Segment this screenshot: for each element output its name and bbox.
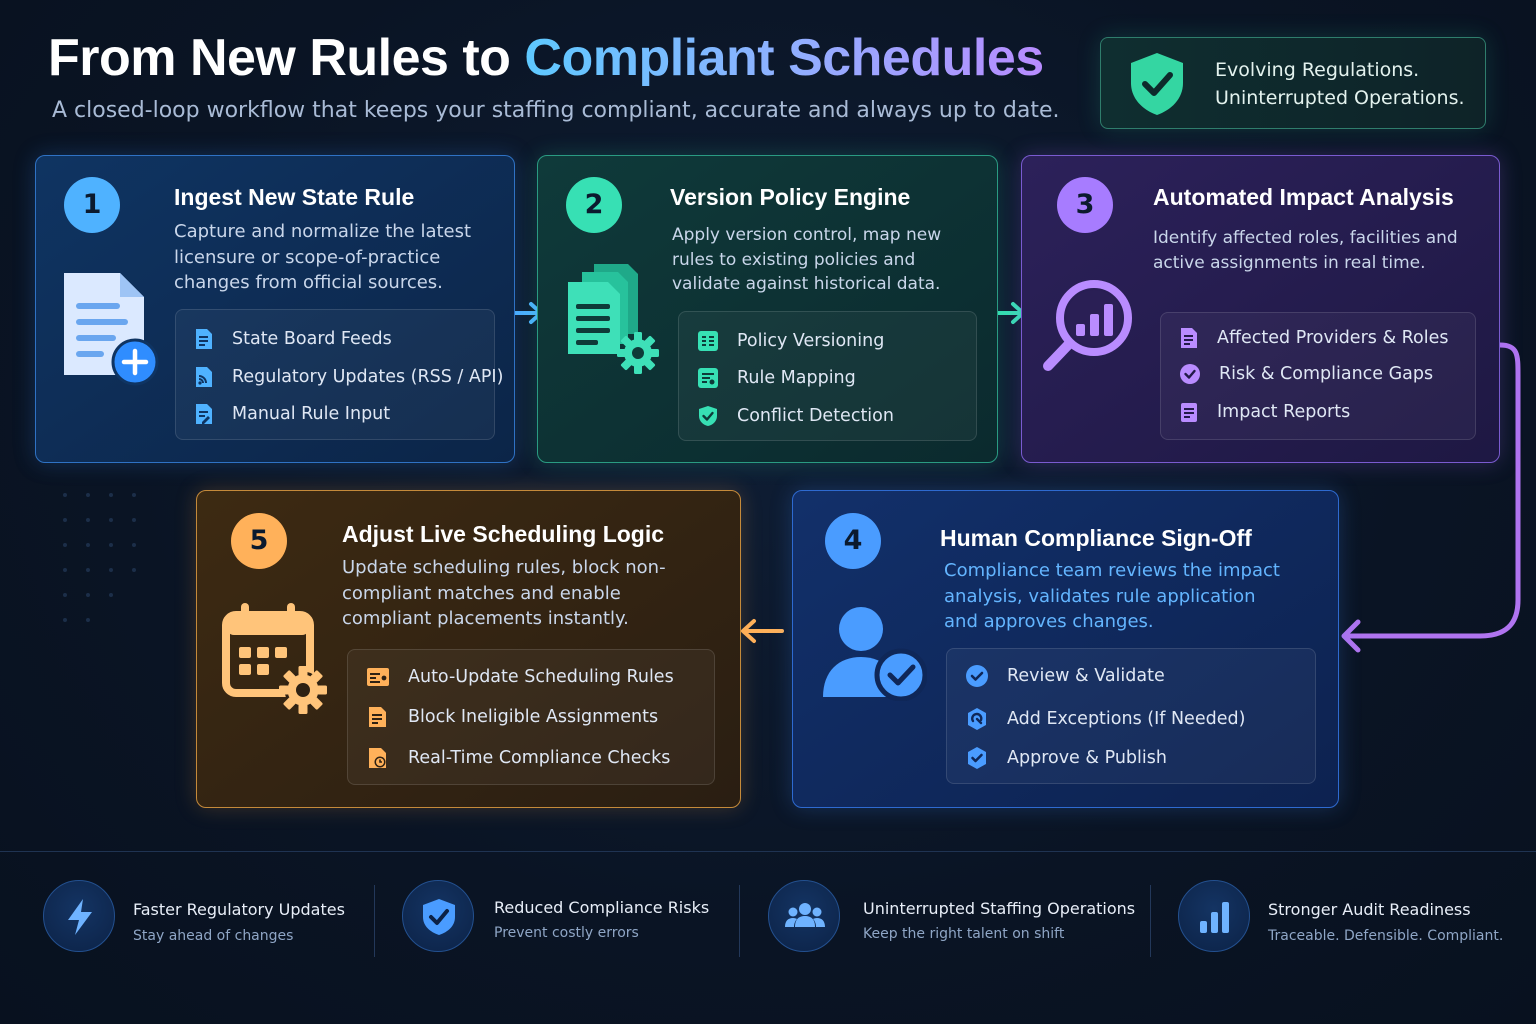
step-title-1: Ingest New State Rule xyxy=(174,184,415,210)
report-icon xyxy=(1181,403,1197,422)
step-description-5: Update scheduling rules, block non-compl… xyxy=(342,557,666,629)
checklist-icon xyxy=(698,331,718,351)
title-part1: From New Rules to xyxy=(48,29,525,87)
list-item: State Board Feeds xyxy=(194,326,392,352)
edit-document-icon xyxy=(196,404,212,424)
step-card-2: 2 Version Policy Engine Apply version co… xyxy=(537,155,998,463)
step-2-features: Policy Versioning Rule Mapping Conflict … xyxy=(678,311,977,441)
document-icon xyxy=(369,707,386,727)
mapping-list-icon xyxy=(698,368,718,388)
step-3-outputs: Affected Providers & Roles Risk & Compli… xyxy=(1160,312,1476,440)
document-add-icon xyxy=(64,273,159,386)
document-clock-icon xyxy=(369,748,386,768)
list-item: Rule Mapping xyxy=(697,365,856,391)
step-card-3: 3 Automated Impact Analysis Identify aff… xyxy=(1021,155,1500,463)
banner-line-1: Evolving Regulations. xyxy=(1215,59,1420,81)
title-part2: Compliant Schedules xyxy=(524,29,1044,87)
calendar-gear-icon xyxy=(222,603,327,714)
regulations-banner: Evolving Regulations. Uninterrupted Opera… xyxy=(1100,37,1486,129)
list-item: Impact Reports xyxy=(1179,399,1350,425)
footer-separator xyxy=(1150,885,1151,957)
step-title-4: Human Compliance Sign-Off xyxy=(940,525,1252,551)
list-item: Review & Validate xyxy=(965,663,1165,689)
benefit-subtitle: Stay ahead of changes xyxy=(133,928,294,944)
step-description-1: Capture and normalize the latest licensu… xyxy=(174,221,472,293)
step-number-4: 4 xyxy=(825,513,881,569)
list-item: Policy Versioning xyxy=(697,328,884,354)
list-item: Auto-Update Scheduling Rules xyxy=(366,664,674,690)
lightning-icon xyxy=(68,899,92,935)
benefit-subtitle: Prevent costly errors xyxy=(494,925,639,941)
shield-check-icon xyxy=(699,406,717,426)
step-number-5: 5 xyxy=(231,513,287,569)
publish-badge-icon xyxy=(968,747,986,769)
benefit-subtitle: Keep the right talent on shift xyxy=(863,926,1065,942)
footer-divider xyxy=(0,851,1536,852)
step-number-2: 2 xyxy=(566,177,622,233)
step-description-3: Identify affected roles, facilities and … xyxy=(1153,228,1458,273)
page-subtitle: A closed-loop workflow that keeps your s… xyxy=(52,98,1060,123)
magnifier-chart-icon xyxy=(1043,280,1132,371)
shield-check-icon xyxy=(423,899,455,935)
step-5-actions: Auto-Update Scheduling Rules Block Ineli… xyxy=(347,649,715,785)
document-stack-gear-icon xyxy=(568,264,659,374)
benefit-title: Reduced Compliance Risks xyxy=(494,898,710,917)
rss-document-icon xyxy=(196,367,212,387)
check-badge-icon xyxy=(966,665,988,687)
document-icon xyxy=(1181,328,1197,348)
decor-dots xyxy=(63,493,136,622)
list-item: Conflict Detection xyxy=(697,403,894,429)
exception-badge-icon xyxy=(968,708,986,730)
list-item: Real-Time Compliance Checks xyxy=(366,745,670,771)
list-item: Add Exceptions (If Needed) xyxy=(965,706,1245,732)
arrow-4-to-5 xyxy=(741,619,784,643)
step-description-2: Apply version control, map new rules to … xyxy=(672,225,942,294)
step-number-1: 1 xyxy=(64,177,120,233)
footer-separator xyxy=(374,885,375,957)
rules-list-icon xyxy=(367,668,389,686)
benefit-title: Faster Regulatory Updates xyxy=(133,900,345,919)
step-description-4: Compliance team reviews the impact analy… xyxy=(944,560,1280,632)
page-title: From New Rules to Compliant Schedules xyxy=(48,28,1044,88)
benefit-title: Stronger Audit Readiness xyxy=(1268,900,1471,919)
step-title-2: Version Policy Engine xyxy=(670,184,911,210)
team-icon xyxy=(785,903,825,927)
list-item: Regulatory Updates (RSS / API) xyxy=(194,364,503,390)
benefit-title: Uninterrupted Staffing Operations xyxy=(863,899,1136,918)
list-item: Affected Providers & Roles xyxy=(1179,325,1448,351)
bar-chart-icon xyxy=(1200,902,1229,933)
step-number-3: 3 xyxy=(1057,177,1113,233)
step-1-sources: State Board Feeds Regulatory Updates (RS… xyxy=(175,309,503,440)
benefit-subtitle: Traceable. Defensible. Compliant. xyxy=(1268,928,1504,944)
step-title-3: Automated Impact Analysis xyxy=(1153,184,1454,210)
step-title-5: Adjust Live Scheduling Logic xyxy=(342,521,665,547)
list-item: Approve & Publish xyxy=(965,745,1167,771)
user-approval-icon xyxy=(823,607,927,701)
list-item: Block Ineligible Assignments xyxy=(366,704,658,730)
step-card-1: 1 Ingest New State Rule Capture and norm… xyxy=(35,155,515,463)
step-card-4: 4 Human Compliance Sign-Off Compliance t… xyxy=(792,490,1339,808)
footer-separator xyxy=(739,885,740,957)
list-item: Risk & Compliance Gaps xyxy=(1179,361,1433,387)
check-badge-icon xyxy=(1180,364,1200,384)
list-item: Manual Rule Input xyxy=(194,401,390,427)
arrow-2-to-3 xyxy=(995,302,1025,324)
document-icon xyxy=(196,329,212,349)
shield-check-icon xyxy=(1131,53,1183,115)
banner-line-2: Uninterrupted Operations. xyxy=(1215,87,1465,109)
step-4-actions: Review & Validate Add Exceptions (If Nee… xyxy=(946,648,1316,784)
step-card-5: 5 Adjust Live Scheduling Logic Update sc… xyxy=(196,490,741,808)
